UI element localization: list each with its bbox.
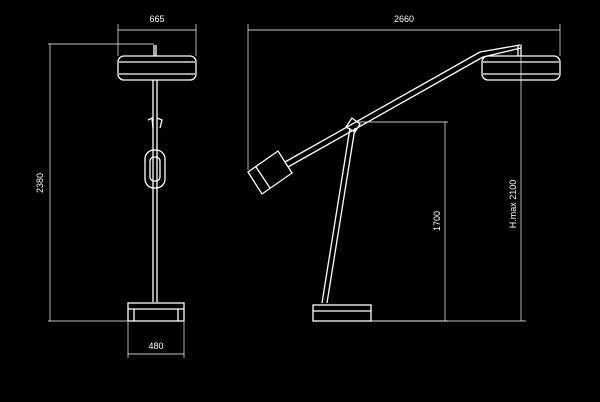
dim-side-total-width: 2660: [247, 14, 561, 170]
front-stem: [147, 80, 163, 302]
front-base: [127, 302, 185, 322]
dim-front-width-base: 480: [127, 322, 185, 358]
dim-side-max-height: H.max 2100: [371, 44, 526, 322]
side-counterweight: [247, 150, 293, 195]
dim-label-2380: 2380: [35, 173, 45, 193]
dim-label-2660: 2660: [394, 14, 414, 24]
dim-label-480: 480: [148, 341, 163, 351]
front-view: 665 480 2380: [35, 14, 197, 358]
side-balance-arm: [284, 44, 522, 168]
front-counterweight: [144, 149, 166, 189]
side-stand: [321, 127, 356, 304]
side-view: 2660 1700 H.max 2100: [247, 14, 561, 322]
front-lamp-head: [117, 45, 197, 81]
dim-front-height: 2380: [35, 43, 154, 322]
dim-label-hmax-2100: H.max 2100: [508, 180, 518, 229]
side-base: [312, 304, 372, 322]
side-pivot-joint: [345, 117, 361, 133]
dim-front-width-top: 665: [117, 14, 197, 56]
dim-label-665: 665: [149, 14, 164, 24]
dim-side-pivot-height: 1700: [356, 121, 448, 322]
dim-label-1700: 1700: [432, 211, 442, 231]
